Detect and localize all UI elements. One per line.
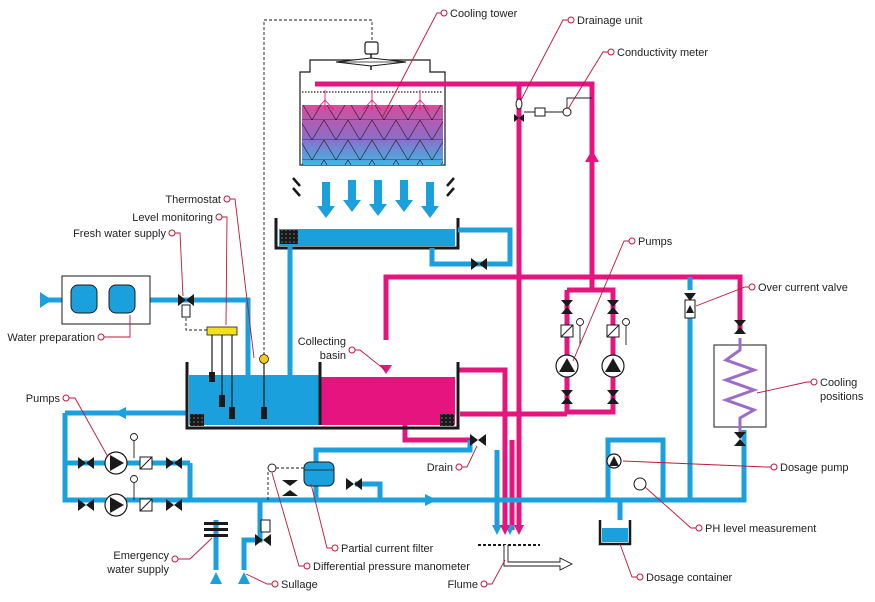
dosage-unit bbox=[598, 453, 647, 546]
label-dosage-container: Dosage container bbox=[646, 572, 733, 584]
label-conductivity-meter: Conductivity meter bbox=[617, 47, 708, 59]
label-drain: Drain bbox=[427, 462, 453, 474]
hot-water-piping bbox=[315, 81, 743, 530]
labels: Cooling tower Drainage unit Conductivity… bbox=[7, 8, 864, 591]
label-water-preparation: Water preparation bbox=[7, 332, 95, 344]
drain-valve-icon bbox=[470, 434, 486, 446]
fan-icon bbox=[335, 41, 407, 70]
label-pumps-right: Pumps bbox=[638, 236, 673, 248]
inlet-arrow-icon bbox=[210, 572, 222, 584]
label-thermostat: Thermostat bbox=[165, 194, 221, 206]
label-drainage-unit: Drainage unit bbox=[577, 15, 642, 27]
label-over-current-valve: Over current valve bbox=[758, 282, 848, 294]
valves bbox=[78, 258, 746, 546]
thermostat-sensor-icon bbox=[259, 354, 269, 364]
label-sullage: Sullage bbox=[281, 579, 318, 591]
label-differential-pressure-manometer: Differential pressure manometer bbox=[313, 561, 470, 573]
collecting-basin bbox=[185, 19, 460, 430]
cooling-positions-unit bbox=[713, 338, 767, 432]
conductivity-sensor-icon bbox=[562, 107, 572, 117]
label-ph-level-measurement: PH level measurement bbox=[705, 523, 816, 535]
label-cooling-positions-line1: Cooling bbox=[820, 377, 857, 389]
cooling-tower bbox=[274, 41, 460, 250]
label-partial-current-filter: Partial current filter bbox=[341, 543, 434, 555]
label-cooling-positions-line2: positions bbox=[820, 391, 864, 403]
spray-nozzles-icon bbox=[315, 90, 430, 111]
flume-unit bbox=[478, 525, 574, 571]
leader-dots bbox=[62, 9, 818, 588]
falling-water-arrows-icon bbox=[317, 180, 439, 218]
partial-current-filter-unit bbox=[260, 461, 335, 533]
tower-outlet-valve-icon bbox=[471, 258, 487, 270]
label-collecting-basin-line1: Collecting bbox=[298, 336, 346, 348]
label-flume: Flume bbox=[447, 579, 478, 591]
emergency-water-supply-unit bbox=[204, 522, 250, 584]
over-current-valve-icon bbox=[684, 293, 696, 319]
label-level-monitoring: Level monitoring bbox=[132, 212, 213, 224]
flow-arrow-icon bbox=[380, 150, 599, 374]
manometer-icon bbox=[267, 463, 277, 473]
supply-pumps bbox=[104, 433, 153, 517]
ph-sensor-icon bbox=[633, 477, 647, 491]
label-emergency-water-supply-line1: Emergency bbox=[113, 550, 169, 562]
flow-arrow-icon bbox=[40, 292, 437, 506]
inlet-arrow-icon bbox=[238, 572, 250, 584]
circulation-pumps bbox=[555, 318, 630, 378]
label-collecting-basin-line2: basin bbox=[320, 350, 346, 362]
drainage-unit-assembly bbox=[514, 97, 592, 122]
label-dosage-pump: Dosage pump bbox=[780, 462, 849, 474]
label-cooling-tower: Cooling tower bbox=[450, 8, 518, 20]
label-emergency-water-supply-line2: water supply bbox=[106, 564, 169, 576]
label-fresh-water-supply: Fresh water supply bbox=[73, 228, 166, 240]
water-preparation-unit bbox=[61, 275, 151, 325]
fresh-water-valve-icon bbox=[178, 294, 194, 306]
label-pumps-left: Pumps bbox=[26, 393, 61, 405]
